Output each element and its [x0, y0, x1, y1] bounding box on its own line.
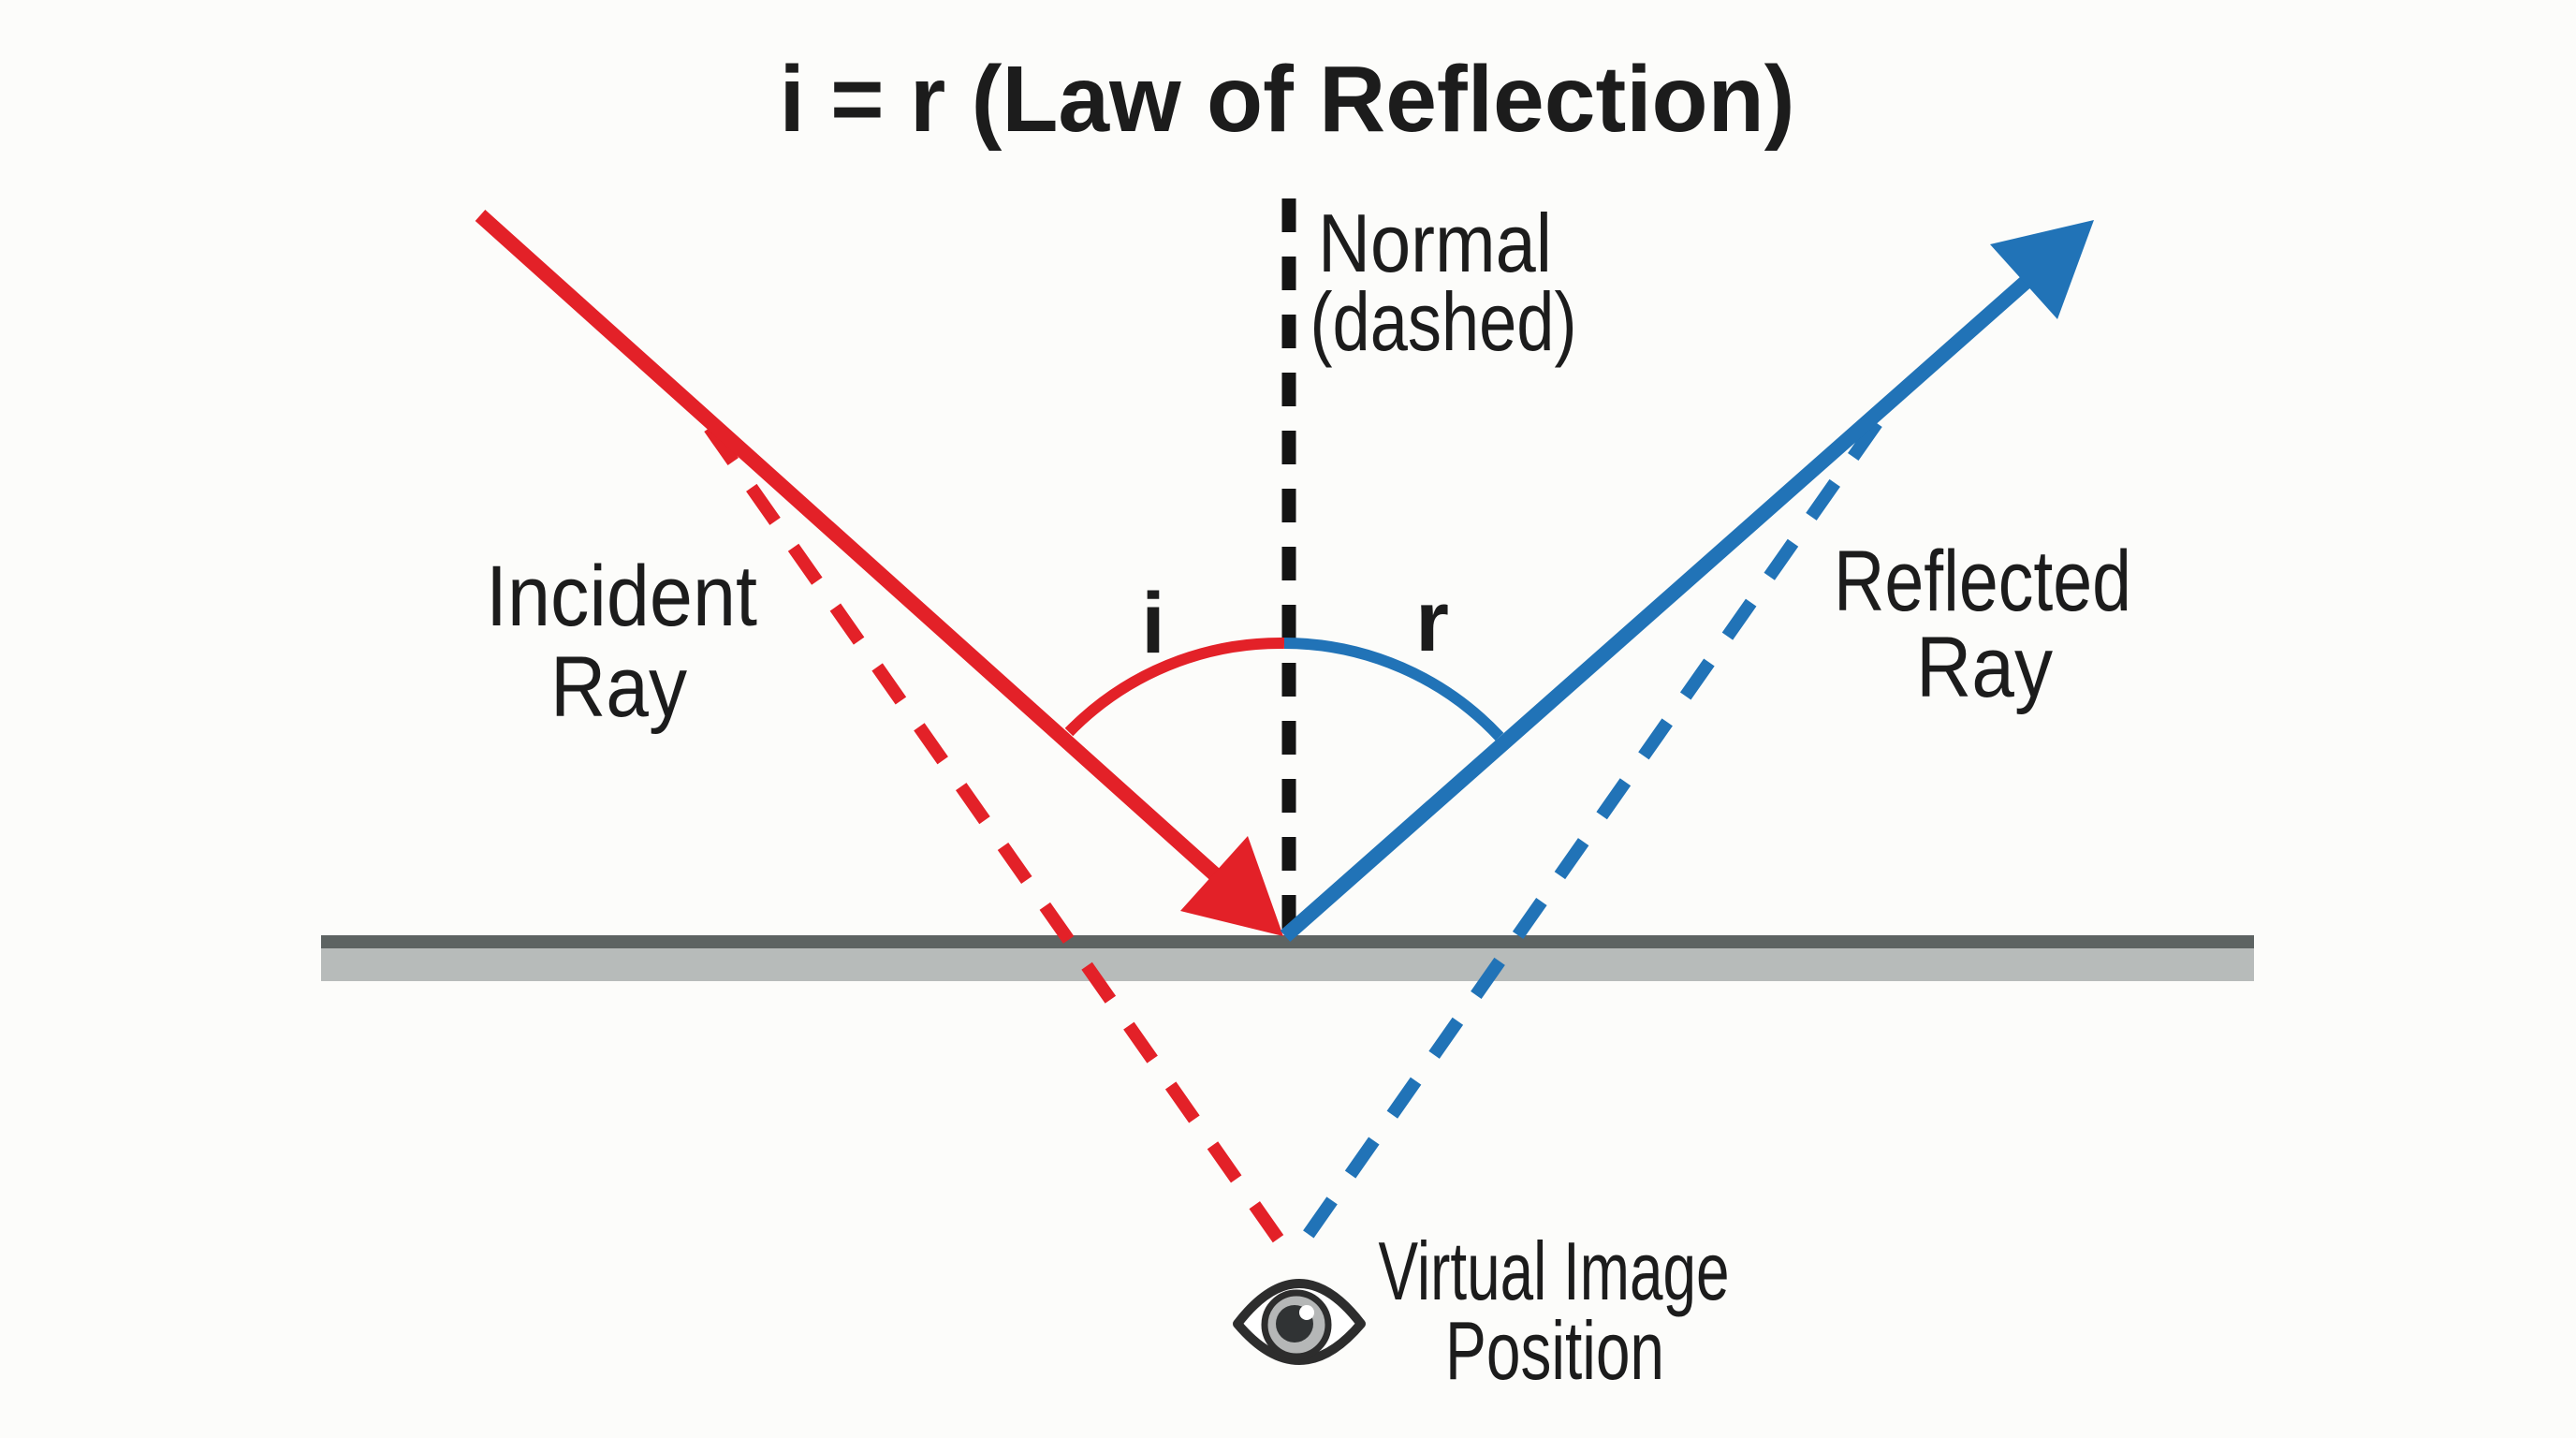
- eye-icon: [1233, 1279, 1366, 1365]
- diagram-title: i = r (Law of Reflection): [780, 47, 1795, 152]
- virtual-image-label-line1: Virtual Image: [1379, 1225, 1730, 1317]
- eye-highlight: [1299, 1305, 1314, 1320]
- reflected-extension-dashed: [1288, 418, 1882, 1260]
- angle-i-arc: [1064, 637, 1285, 737]
- virtual-image-label-line2: Position: [1445, 1304, 1664, 1397]
- incident-ray-label-line2: Ray: [550, 639, 687, 735]
- angle-i-label: i: [1141, 576, 1165, 671]
- angle-r-label: r: [1415, 574, 1449, 669]
- incident-ray-arrowhead: [1180, 836, 1283, 936]
- incident-ray-line: [475, 210, 1222, 882]
- incident-ray-label-line1: Incident: [486, 549, 757, 644]
- reflected-ray-line: [1280, 271, 2037, 942]
- normal-label-line2: (dashed): [1310, 275, 1577, 368]
- incident-extension-dashed: [704, 423, 1295, 1260]
- angle-r-arc: [1283, 638, 1504, 741]
- reflected-ray-label-line1: Reflected: [1834, 534, 2131, 629]
- reflected-ray-label-line2: Ray: [1916, 620, 2053, 715]
- mirror-edge: [321, 935, 2254, 948]
- normal-label-line1: Normal: [1318, 197, 1552, 289]
- reflected-ray-arrowhead: [1990, 220, 2094, 319]
